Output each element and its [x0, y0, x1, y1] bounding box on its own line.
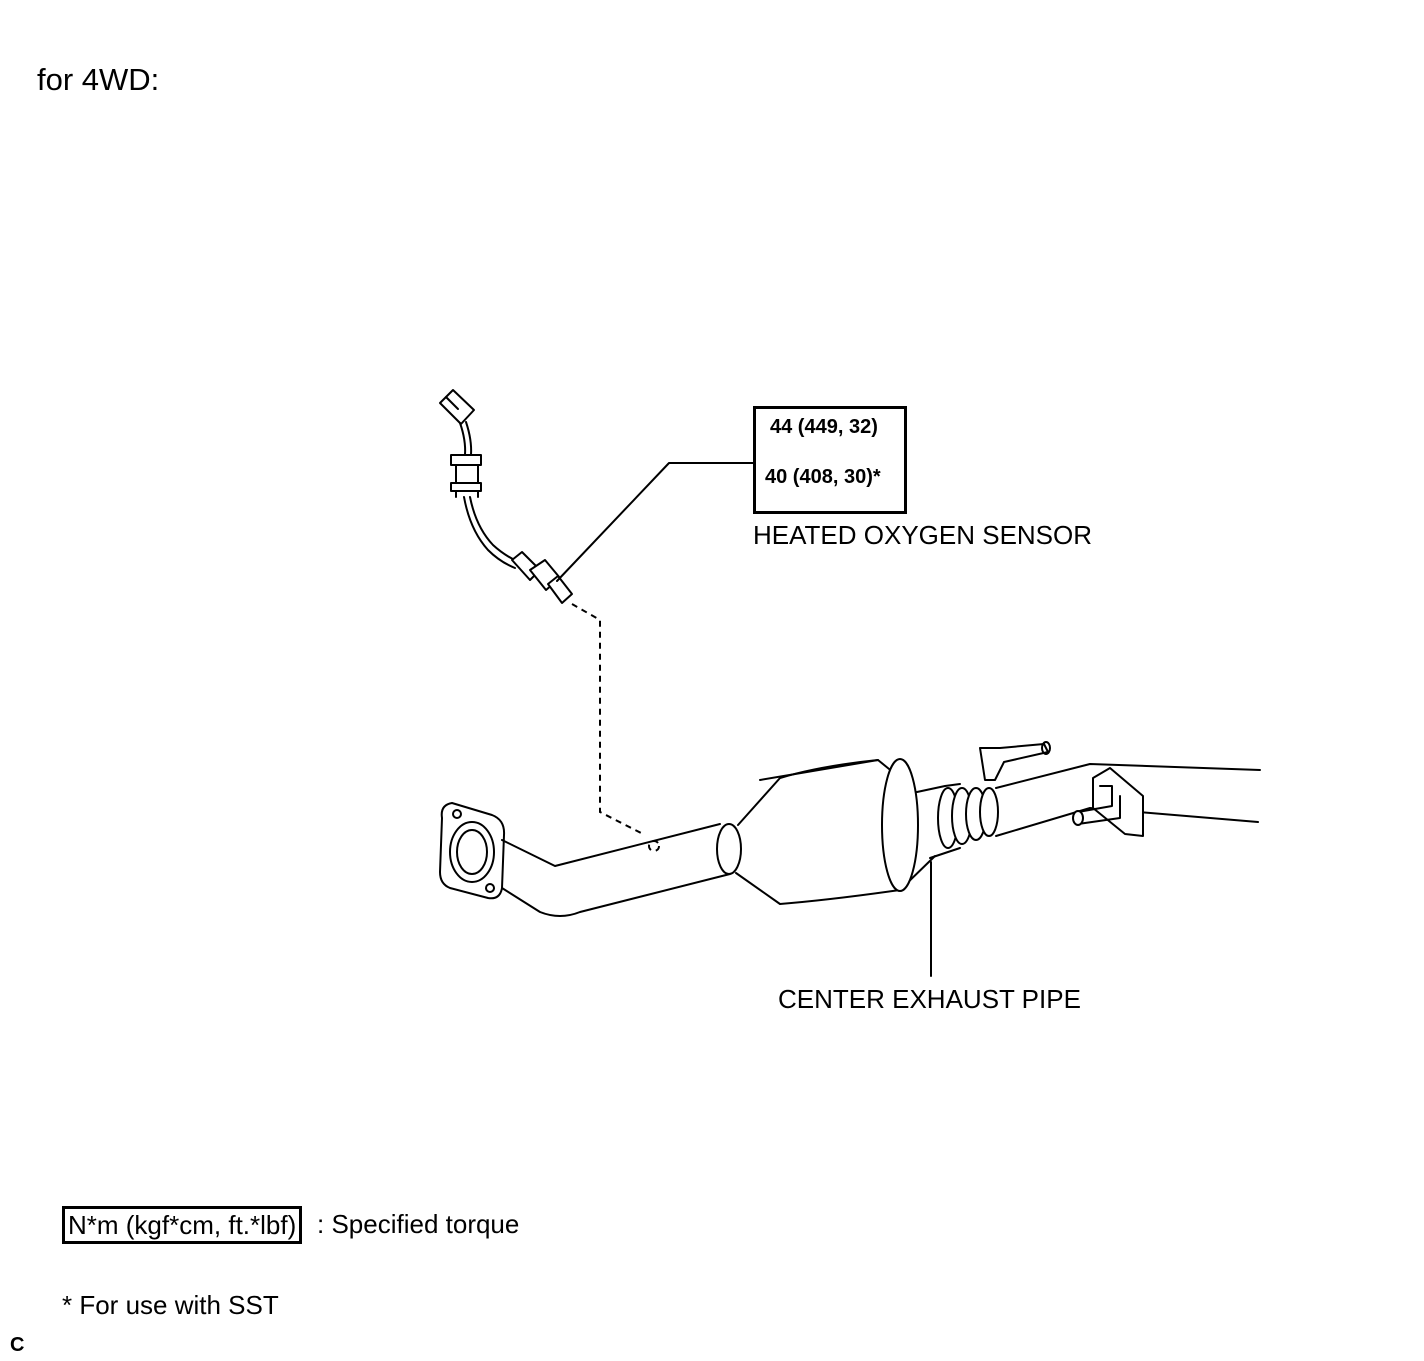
legend-torque-unit-box: N*m (kgf*cm, ft.*lbf) [62, 1206, 303, 1244]
sst-footnote: * For use with SST [62, 1290, 279, 1320]
torque-value-sst: 40 (408, 30)* [765, 466, 881, 488]
install-dashed-line [571, 603, 646, 836]
legend-description: : Specified torque [317, 1209, 520, 1239]
sensor-leader-line [556, 462, 754, 582]
torque-value-standard: 44 (449, 32) [770, 416, 878, 438]
heated-oxygen-sensor [439, 389, 573, 604]
page-title: for 4WD: [37, 62, 160, 97]
center-exhaust-pipe [439, 741, 1261, 917]
corner-code: C [10, 1334, 25, 1356]
label-center-exhaust-pipe: CENTER EXHAUST PIPE [778, 984, 1081, 1014]
label-heated-oxygen-sensor: HEATED OXYGEN SENSOR [753, 520, 1093, 550]
torque-spec-box: 44 (449, 32) 40 (408, 30)* [753, 406, 907, 514]
